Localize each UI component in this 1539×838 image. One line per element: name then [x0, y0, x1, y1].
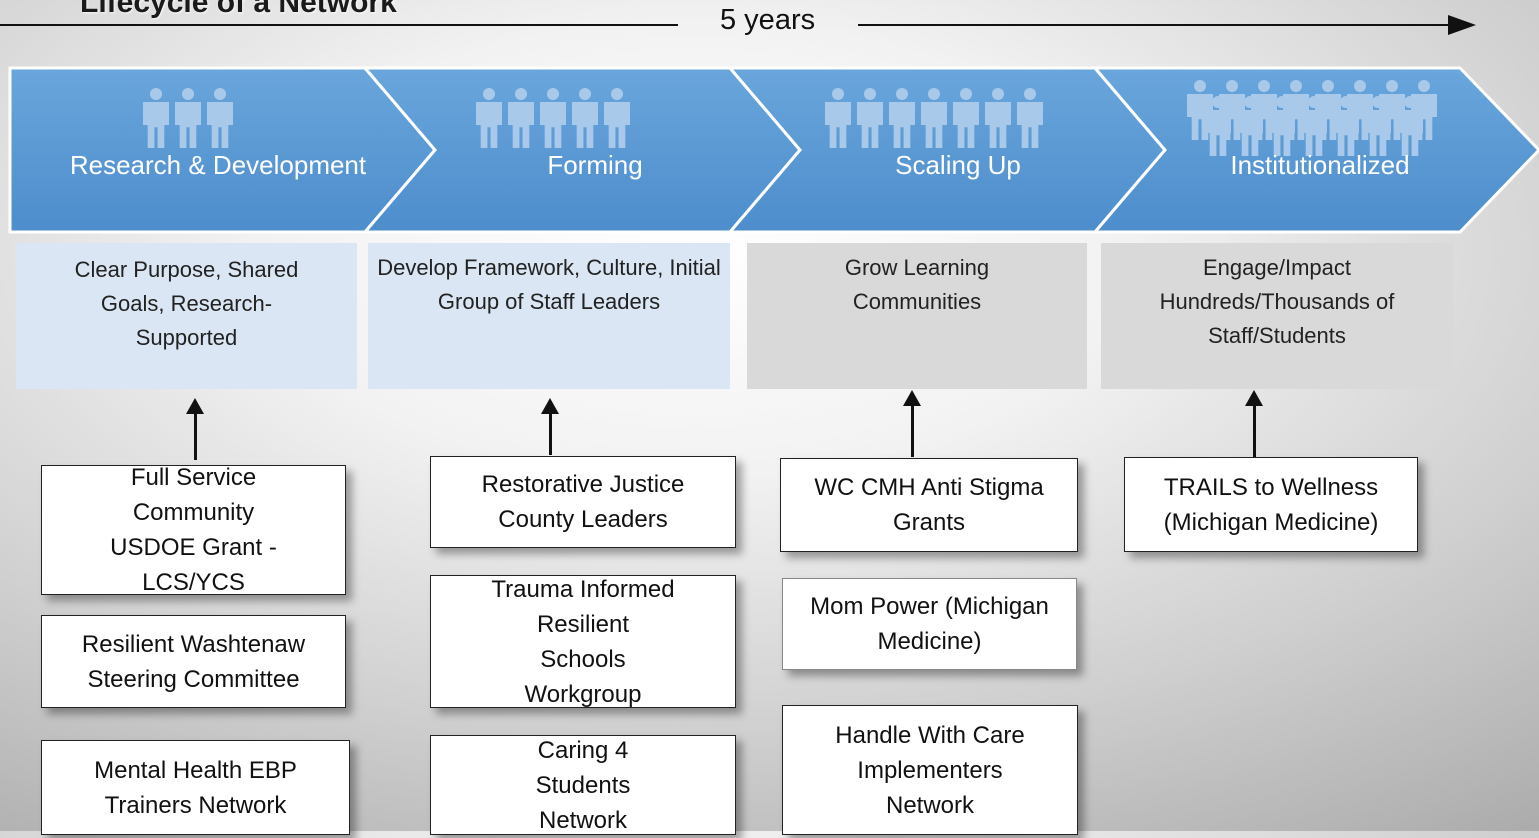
person-icon — [951, 88, 981, 148]
up-arrow-scaling — [903, 390, 921, 457]
network-box: Trauma Informed Resilient Schools Workgr… — [430, 575, 736, 708]
network-box: Caring 4 Students Network — [430, 735, 736, 835]
people-group-research — [141, 88, 235, 148]
network-box: WC CMH Anti Stigma Grants — [780, 458, 1078, 552]
network-box-label: Resilient Washtenaw Steering Committee — [81, 630, 306, 693]
network-box: Full Service Community USDOE Grant -LCS/… — [41, 464, 346, 596]
network-box-label: Caring 4 Students Network — [535, 736, 631, 834]
person-icon — [141, 88, 171, 148]
network-box-label: WC CMH Anti Stigma Grants — [814, 474, 1044, 536]
network-box: Mom Power (Michigan Medicine) — [782, 578, 1077, 670]
network-box-label: Restorative Justice County Leaders — [481, 471, 685, 533]
person-icon — [538, 88, 568, 148]
stage-description-forming: Develop Framework, Culture, Initial Grou… — [368, 243, 730, 389]
network-box: Mental Health EBP Trainers Network — [41, 740, 350, 835]
up-arrow-forming — [541, 398, 559, 455]
people-group-scaling — [823, 88, 1045, 148]
network-box: Resilient Washtenaw Steering Committee — [41, 615, 346, 708]
person-icon — [205, 88, 235, 148]
network-box-label: Full Service Community USDOE Grant -LCS/… — [110, 464, 277, 596]
person-icon — [887, 88, 917, 148]
network-box-label: Mom Power (Michigan Medicine) — [810, 593, 1049, 655]
up-arrow-research — [186, 398, 204, 460]
person-icon — [570, 88, 600, 148]
timeline-line-right — [858, 24, 1450, 26]
person-icon — [1299, 96, 1329, 156]
stage-description-scaling: Grow Learning Communities — [747, 243, 1087, 389]
person-icon — [919, 88, 949, 148]
network-box-label: TRAILS to Wellness (Michigan Medicine) — [1163, 473, 1379, 536]
people-group-institutionalized-front — [1203, 96, 1425, 156]
stage-description-institutionalized: Engage/Impact Hundreds/Thousands of Staf… — [1101, 243, 1453, 389]
person-icon — [1235, 96, 1265, 156]
stage-label-institutionalized: Institutionalized — [1230, 150, 1410, 180]
stage-label-forming: Forming — [547, 150, 643, 180]
timeline-arrowhead — [1448, 15, 1476, 35]
network-box-label: Trauma Informed Resilient Schools Workgr… — [491, 575, 675, 708]
network-box: Handle With Care Implementers Network — [782, 705, 1078, 835]
stage-description-research: Clear Purpose, Shared Goals, Research-Su… — [16, 243, 357, 389]
person-icon — [855, 88, 885, 148]
timeline-label: 5 years — [720, 4, 816, 36]
person-icon — [173, 88, 203, 148]
network-box: Restorative Justice County Leaders — [430, 456, 736, 548]
person-icon — [1363, 96, 1393, 156]
stage-label-scaling: Scaling Up — [895, 150, 1021, 180]
person-icon — [823, 88, 853, 148]
person-icon — [983, 88, 1013, 148]
person-icon — [1267, 96, 1297, 156]
person-icon — [506, 88, 536, 148]
up-arrow-institutionalized — [1245, 390, 1263, 457]
network-box-label: Handle With Care Implementers Network — [835, 721, 1025, 819]
person-icon — [474, 88, 504, 148]
person-icon — [1331, 96, 1361, 156]
timeline-line-left — [0, 24, 678, 26]
person-icon — [1203, 96, 1233, 156]
stage-label-research: Research & Development — [69, 150, 367, 180]
person-icon — [1015, 88, 1045, 148]
people-group-forming — [474, 88, 632, 148]
network-box: TRAILS to Wellness (Michigan Medicine) — [1124, 457, 1418, 552]
page-title: Lifecycle of a Network — [80, 0, 397, 19]
person-icon — [1395, 96, 1425, 156]
network-box-label: Mental Health EBP Trainers Network — [94, 756, 297, 819]
person-icon — [602, 88, 632, 148]
